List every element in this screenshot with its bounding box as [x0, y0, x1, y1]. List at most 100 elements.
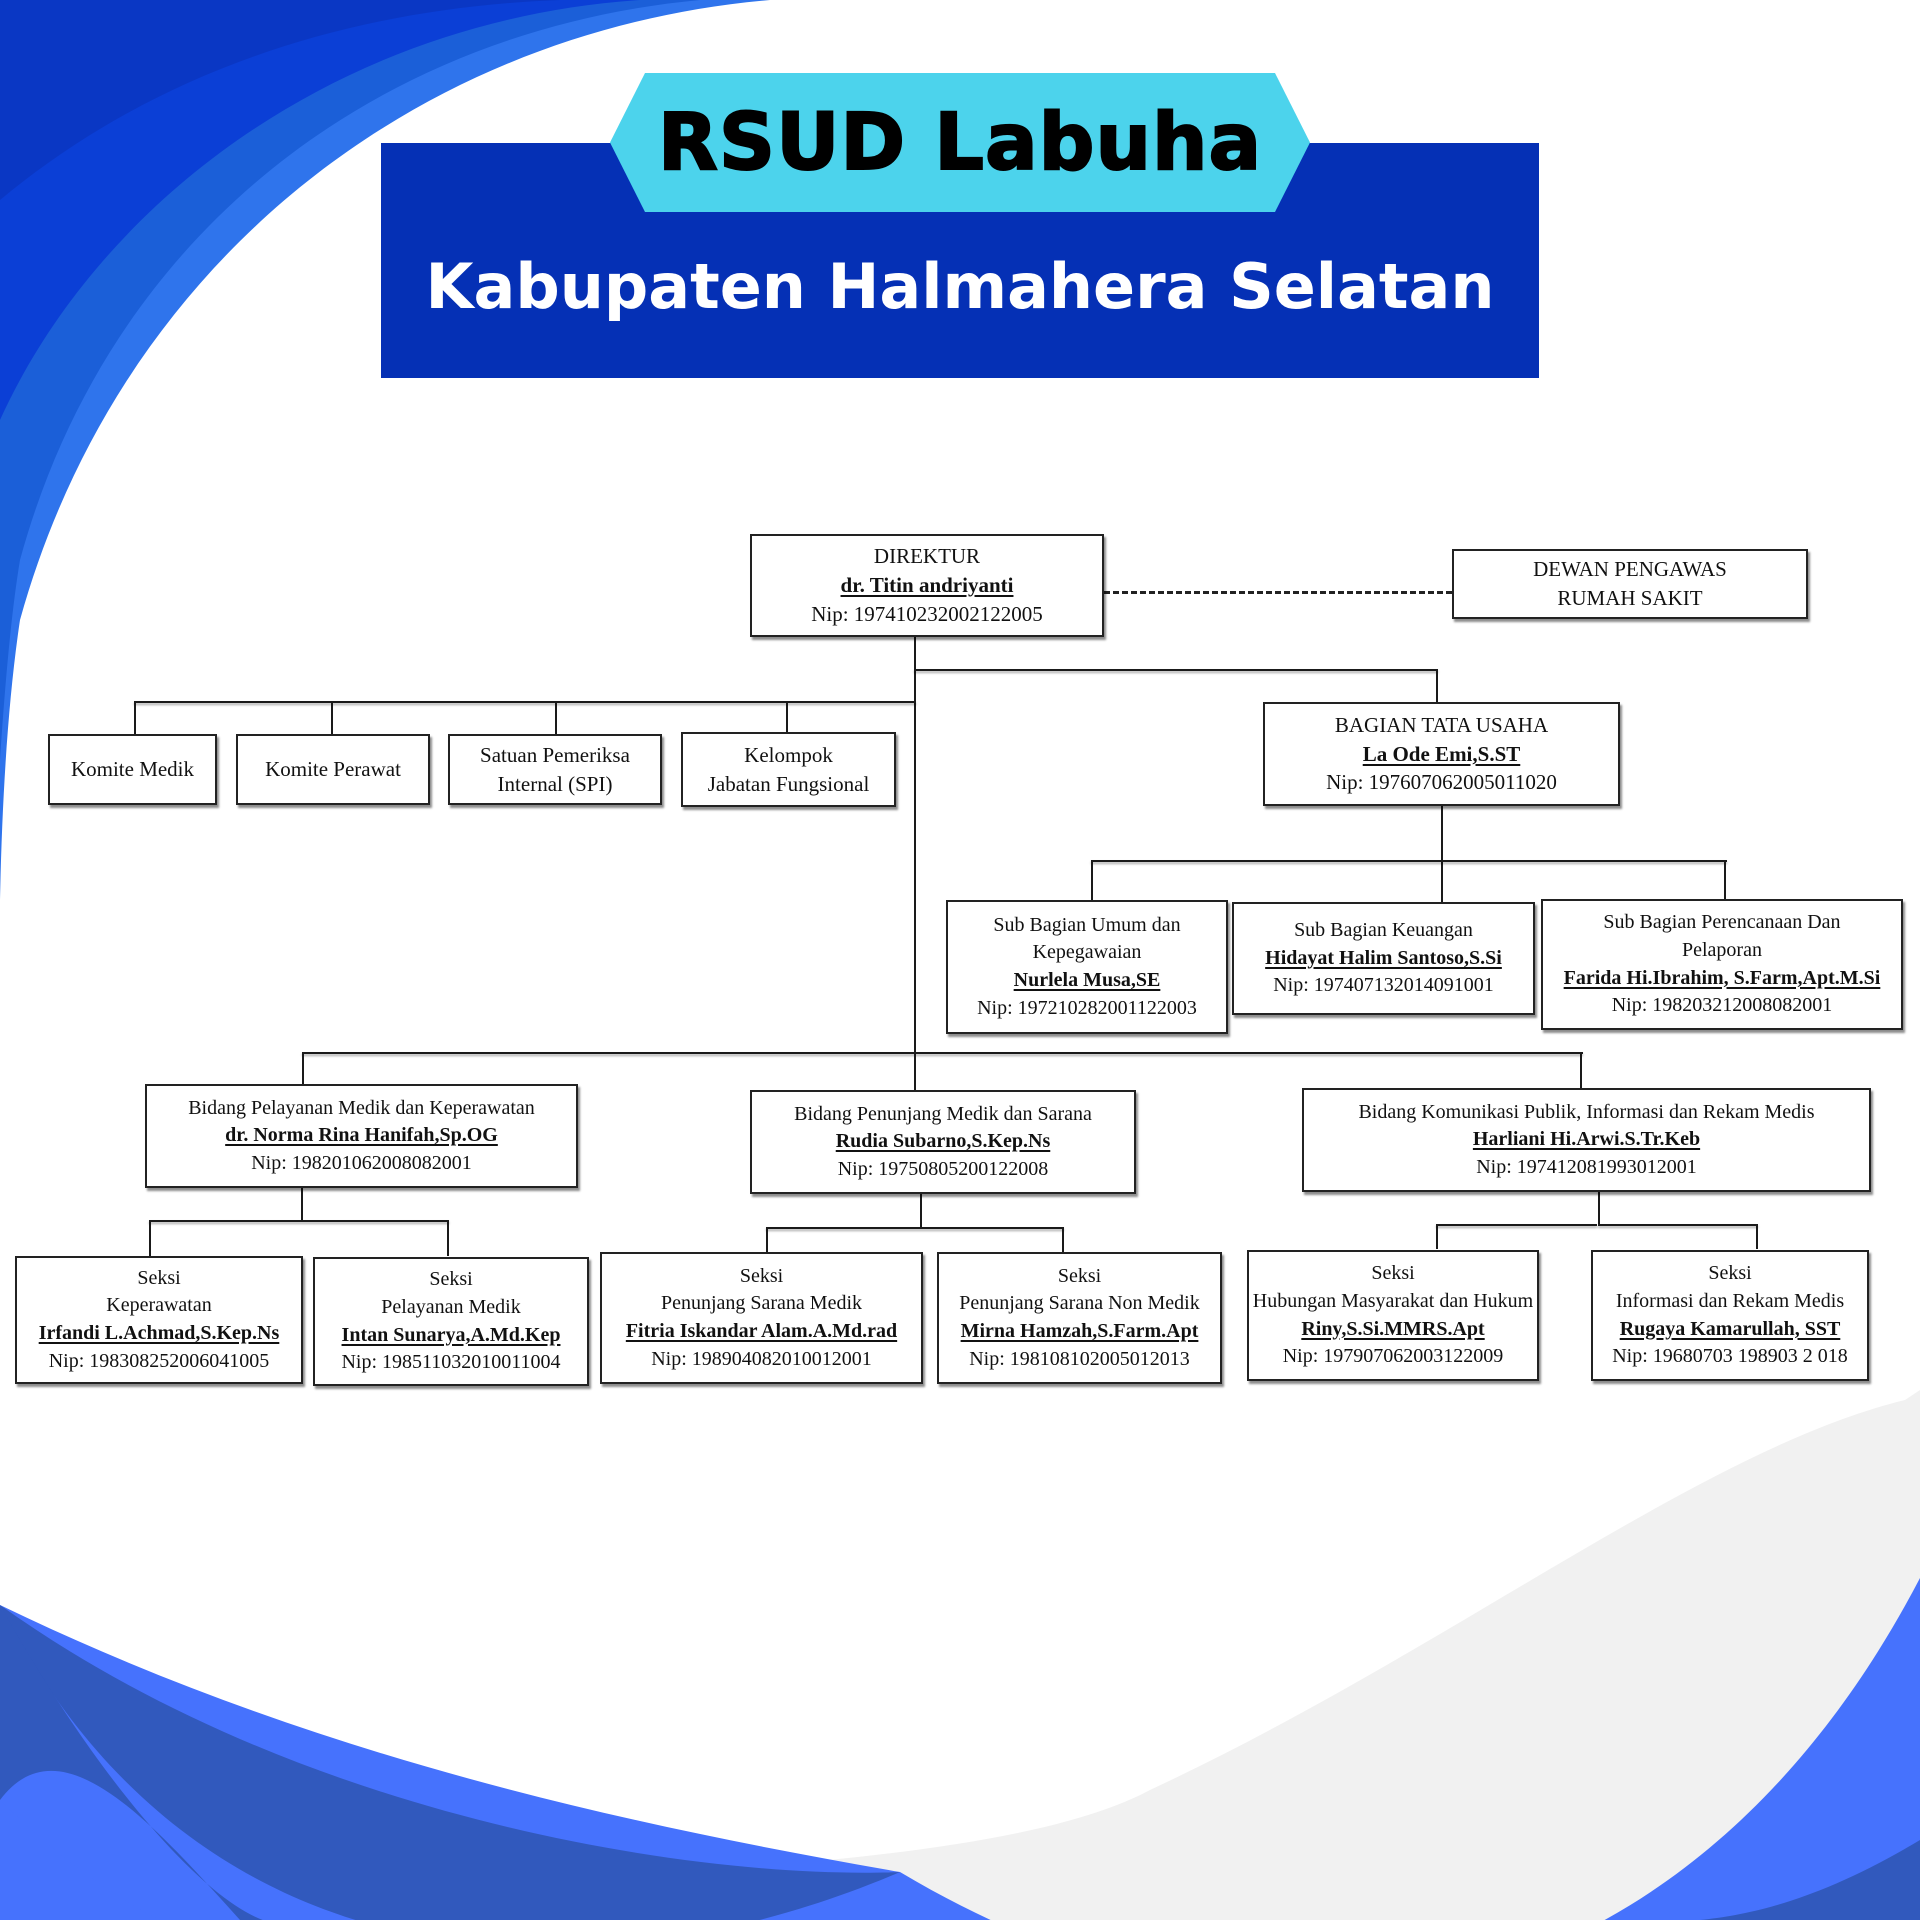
connector-tu-down — [1436, 669, 1438, 702]
connector-b2-s1 — [766, 1227, 768, 1252]
node-nip: Nip: 197210282001122003 — [977, 996, 1197, 1019]
node-title: BAGIAN TATA USAHA — [1334, 712, 1549, 737]
connector-tu-sub — [1441, 806, 1443, 902]
connector-staff-2 — [331, 701, 333, 734]
node-title: Informasi dan Rekam Medis — [1615, 1289, 1845, 1312]
connector-sub-horizontal — [1091, 860, 1727, 862]
node-name: Rugaya Kamarullah, SST — [1619, 1317, 1841, 1340]
connector-staff-3 — [555, 701, 557, 734]
node-title: Komite Perawat — [265, 757, 401, 782]
node-sub-bagian-perencanaan[interactable]: Sub Bagian Perencanaan Dan Pelaporan Far… — [1541, 899, 1903, 1030]
node-name: Irfandi L.Achmad,S.Kep.Ns — [38, 1322, 280, 1344]
node-title: Keperawatan — [106, 1294, 212, 1317]
bottom-wave-dark-left — [0, 1605, 900, 1920]
connector-b1-horizontal — [149, 1220, 449, 1222]
node-kelompok-jabatan-fungsional[interactable]: Kelompok Jabatan Fungsional — [681, 732, 896, 807]
node-label: Seksi — [1057, 1264, 1102, 1287]
connector-b1-s2 — [447, 1220, 449, 1256]
node-name: Farida Hi.Ibrahim, S.Farm,Apt.M.Si — [1563, 966, 1881, 989]
node-nip: Nip: 198511032010011004 — [341, 1351, 561, 1374]
connector-staff-4 — [786, 701, 788, 732]
node-title-line2: Jabatan Fungsional — [707, 771, 870, 796]
connector-b3-horizontal-right — [1598, 1224, 1758, 1226]
node-seksi-pelayanan-medik[interactable]: Seksi Pelayanan Medik Intan Sunarya,A.Md… — [313, 1257, 589, 1386]
node-title: Penunjang Sarana Medik — [660, 1292, 863, 1315]
node-title-line1: Sub Bagian Umum dan — [993, 913, 1181, 936]
bottom-wave-dark-right — [1700, 1840, 1920, 1920]
connector-bidang-3 — [1580, 1052, 1582, 1088]
node-name: Harliani Hi.Arwi.S.Tr.Keb — [1472, 1128, 1701, 1151]
node-seksi-keperawatan[interactable]: Seksi Keperawatan Irfandi L.Achmad,S.Kep… — [15, 1256, 303, 1384]
node-spi[interactable]: Satuan Pemeriksa Internal (SPI) — [448, 734, 662, 805]
node-label: Seksi — [137, 1266, 181, 1289]
node-name: dr. Norma Rina Hanifah,Sp.OG — [225, 1124, 498, 1147]
connector-b3-s1 — [1436, 1224, 1438, 1249]
bottom-left-dark-band — [0, 1800, 160, 1920]
connector-bidang-horizontal — [302, 1052, 1583, 1054]
node-title: Hubungan Masyarakat dan Hukum — [1252, 1289, 1534, 1312]
node-label: Seksi — [739, 1264, 784, 1287]
node-seksi-penunjang-sarana-medik[interactable]: Seksi Penunjang Sarana Medik Fitria Iska… — [600, 1252, 923, 1384]
node-bidang-komunikasi-publik[interactable]: Bidang Komunikasi Publik, Informasi dan … — [1302, 1088, 1871, 1192]
node-seksi-hubungan-masyarakat[interactable]: Seksi Hubungan Masyarakat dan Hukum Riny… — [1247, 1250, 1539, 1381]
node-bidang-penunjang-medik[interactable]: Bidang Penunjang Medik dan Sarana Rudia … — [750, 1090, 1136, 1194]
node-sub-bagian-umum[interactable]: Sub Bagian Umum dan Kepegawaian Nurlela … — [946, 900, 1228, 1034]
node-bagian-tata-usaha[interactable]: BAGIAN TATA USAHA La Ode Emi,S.ST Nip: 1… — [1263, 702, 1620, 806]
node-title: DIREKTUR — [873, 544, 981, 569]
node-name: dr. Titin andriyanti — [840, 573, 1014, 598]
corner-wave-deep — [0, 0, 560, 200]
node-direktur[interactable]: DIREKTUR dr. Titin andriyanti Nip: 19741… — [750, 534, 1104, 637]
connector-b3-s2 — [1756, 1224, 1758, 1249]
node-komite-perawat[interactable]: Komite Perawat — [236, 734, 430, 805]
node-nip: Nip: 197410232002122005 — [811, 601, 1043, 626]
connector-bidang-1 — [302, 1052, 304, 1084]
node-title-line2: Internal (SPI) — [497, 771, 613, 796]
page-title: RSUD Labuha — [657, 97, 1263, 189]
page-subtitle: Kabupaten Halmahera Selatan — [425, 250, 1495, 323]
node-title-line1: Satuan Pemeriksa — [480, 742, 630, 767]
bottom-wave-gray — [0, 1390, 1920, 1920]
node-name: Nurlela Musa,SE — [1013, 969, 1161, 991]
connector-sub-3 — [1724, 860, 1726, 899]
connector-bidang-2 — [914, 1052, 916, 1090]
connector-trunk — [914, 637, 916, 1055]
node-sub-bagian-keuangan[interactable]: Sub Bagian Keuangan Hidayat Halim Santos… — [1232, 902, 1535, 1015]
connector-b2-horizontal — [766, 1227, 1064, 1229]
bottom-wave-dark-left2 — [0, 1605, 300, 1920]
node-title: Komite Medik — [70, 757, 195, 782]
node-nip: Nip: 19750805200122008 — [837, 1157, 1049, 1180]
node-title: Penunjang Sarana Non Medik — [959, 1292, 1200, 1315]
corner-wave-mid — [0, 0, 700, 760]
connector-staff-1 — [134, 701, 136, 734]
node-name: Hidayat Halim Santoso,S.Si — [1265, 946, 1502, 969]
node-nip: Nip: 198904082010012001 — [651, 1347, 872, 1370]
node-seksi-informasi-rekam-medis[interactable]: Seksi Informasi dan Rekam Medis Rugaya K… — [1591, 1250, 1869, 1381]
node-name: Mirna Hamzah,S.Farm.Apt — [960, 1320, 1199, 1342]
node-dewan-pengawas[interactable]: DEWAN PENGAWAS RUMAH SAKIT — [1452, 549, 1808, 619]
node-nip: Nip: 197607062005011020 — [1326, 770, 1557, 795]
node-seksi-penunjang-sarana-non-medik[interactable]: Seksi Penunjang Sarana Non Medik Mirna H… — [937, 1252, 1222, 1384]
connector-sub-1 — [1091, 860, 1093, 900]
node-nip: Nip: 198201062008082001 — [251, 1151, 472, 1174]
node-name: Fitria Iskandar Alam.A.Md.rad — [625, 1320, 898, 1342]
corner-wave-inner — [0, 0, 640, 420]
connector-dewan-dashed — [1104, 591, 1452, 594]
node-bidang-pelayanan-medik[interactable]: Bidang Pelayanan Medik dan Keperawatan d… — [145, 1084, 578, 1188]
node-title: Pelayanan Medik — [381, 1295, 521, 1318]
node-name: La Ode Emi,S.ST — [1362, 741, 1521, 766]
node-title: Bidang Komunikasi Publik, Informasi dan … — [1358, 1100, 1815, 1123]
connector-b1-s1 — [149, 1220, 151, 1256]
node-nip: Nip: 197412081993012001 — [1476, 1155, 1697, 1178]
node-komite-medik[interactable]: Komite Medik — [48, 734, 217, 805]
node-title: Bidang Pelayanan Medik dan Keperawatan — [188, 1096, 535, 1119]
node-title-line2: Kepegawaian — [1032, 941, 1142, 964]
node-nip: Nip: 197907062003122009 — [1282, 1345, 1504, 1368]
node-title-line2: Pelaporan — [1682, 938, 1762, 961]
node-nip: Nip: 198108102005012013 — [969, 1347, 1190, 1370]
node-title-line2: RUMAH SAKIT — [1557, 586, 1703, 610]
node-nip: Nip: 19680703 198903 2 018 — [1612, 1345, 1848, 1368]
connector-b2-s2 — [1062, 1227, 1064, 1252]
node-nip: Nip: 198308252006041005 — [48, 1349, 270, 1372]
